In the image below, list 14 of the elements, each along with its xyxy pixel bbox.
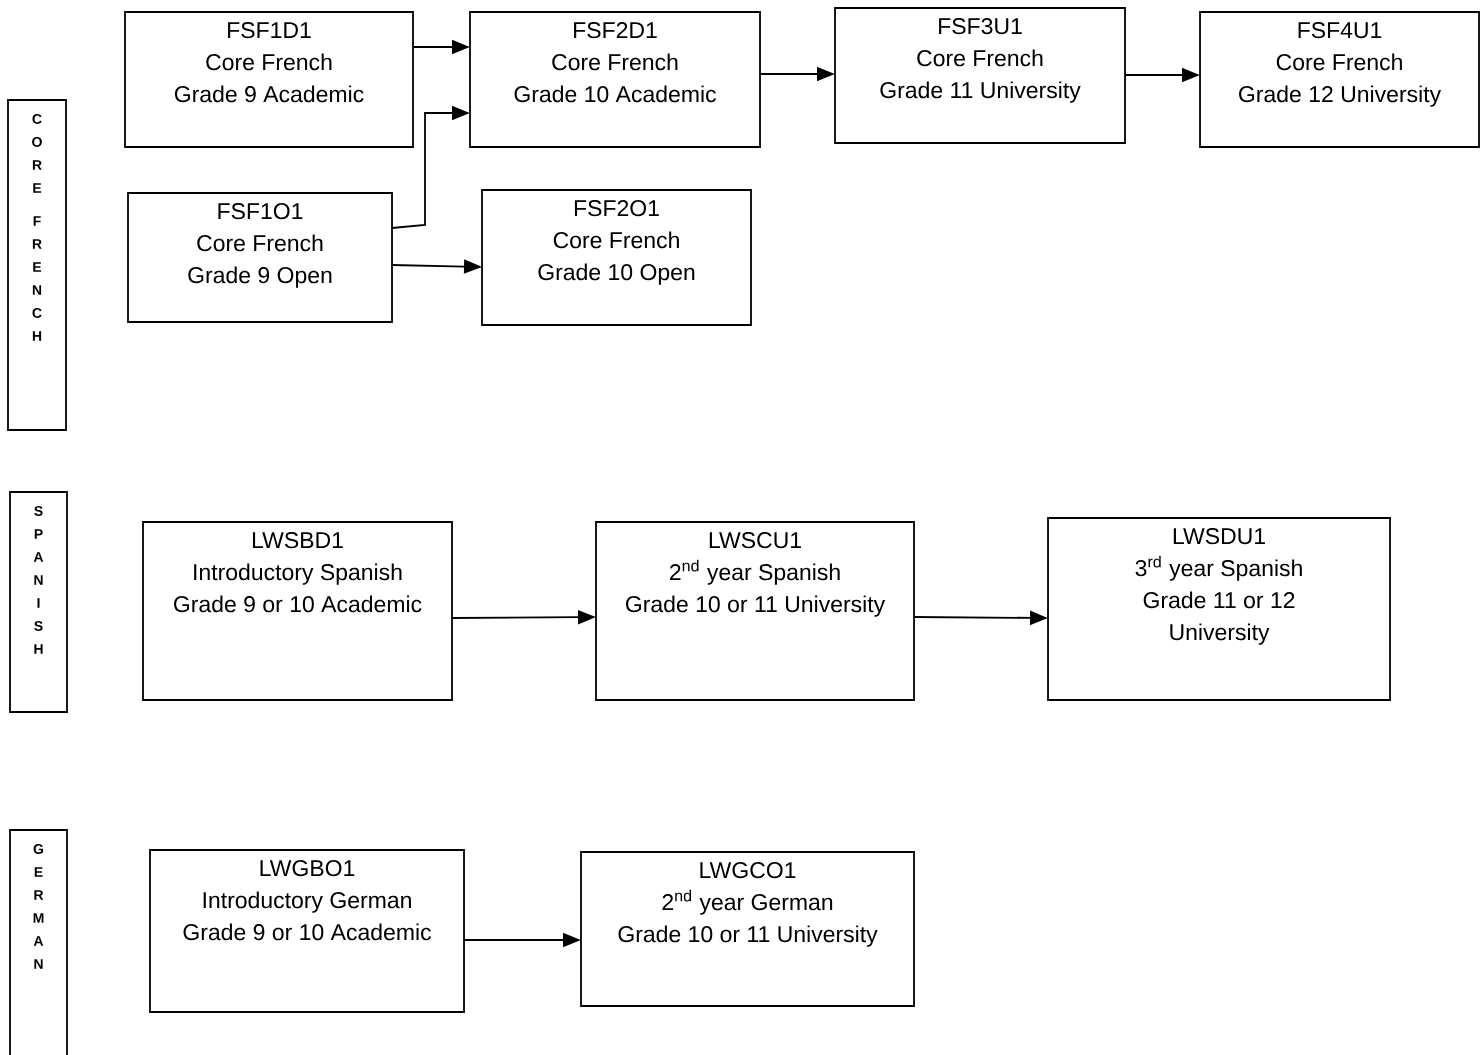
- course-box: FSF1O1 Core French Grade 9 Open: [127, 192, 393, 323]
- subject-label-box: GERMAN: [9, 829, 68, 1055]
- course-box: LWSBD1 Introductory Spanish Grade 9 or 10 Academic: [142, 521, 453, 701]
- subject-label-box: CORE FRENCH: [7, 99, 67, 431]
- course-box: FSF1D1 Core French Grade 9 Academic: [124, 11, 414, 148]
- course-box: LWSCU1 2$^{nd}$ year Spanish Grade 10 or 11 University: [595, 521, 915, 701]
- course-box: FSF2O1 Core French Grade 10 Open: [481, 189, 752, 326]
- course-box: LWGCO1 2$^{nd}$ year German Grade 10 or 11 University: [580, 851, 915, 1007]
- course-box: FSF4U1 Core French Grade 12 University: [1199, 11, 1480, 148]
- subject-label-box: SPANISH: [9, 491, 68, 713]
- course-box: FSF3U1 Core French Grade 11 University: [834, 7, 1126, 144]
- course-box: FSF2D1 Core French Grade 10 Academic: [469, 11, 761, 148]
- course-box: LWSDU1 3$^{rd}$ year Spanish Grade 11 or 12 University: [1047, 517, 1391, 701]
- course-box: LWGBO1 Introductory German Grade 9 or 10 Academic: [149, 849, 465, 1013]
